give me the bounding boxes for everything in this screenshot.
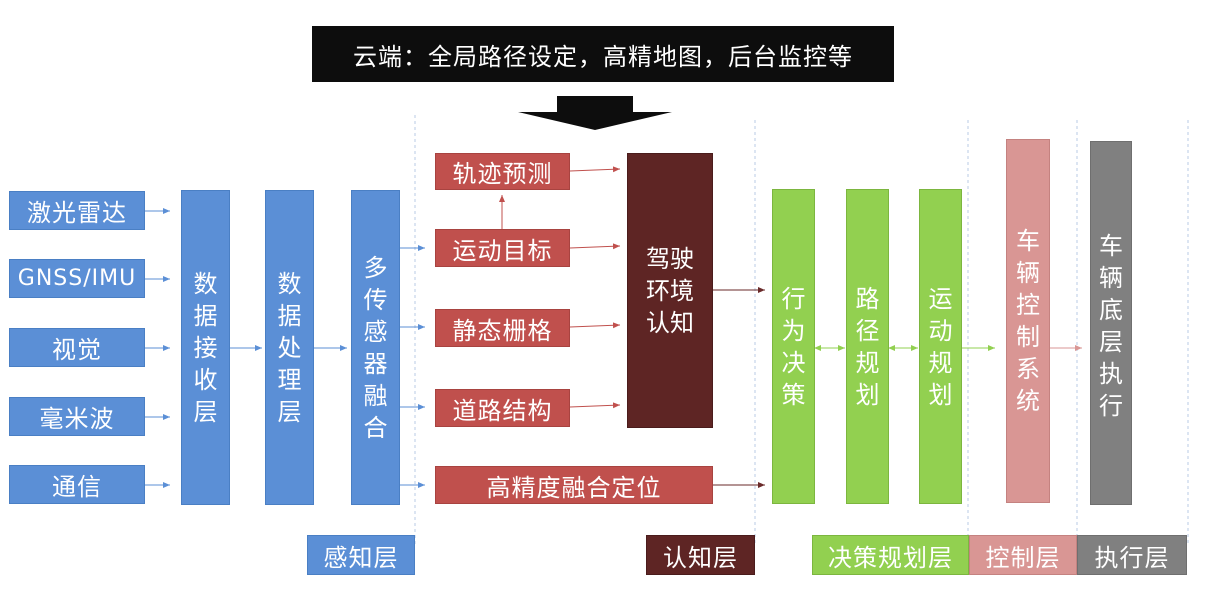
vehicle-execution: 车辆底层执行 (1090, 141, 1132, 505)
sensor-fusion-label: 多传感器融合 (363, 253, 388, 442)
vehicle-control-label: 车辆控制系统 (1016, 227, 1040, 415)
data-receive-layer: 数据接收层 (181, 190, 230, 505)
static-grid: 静态栅格 (435, 309, 570, 347)
layer-label-control: 控制层 (969, 535, 1077, 575)
hd-localization: 高精度融合定位 (435, 466, 713, 504)
cognition-arrows (499, 166, 621, 409)
motion-planning: 运动规划 (919, 189, 962, 504)
data-process-label: 数据处理层 (277, 269, 302, 426)
layer-label-cognition: 认知层 (646, 535, 755, 575)
driving-environment-label: 驾驶环境认知 (646, 244, 694, 337)
trajectory-prediction: 轨迹预测 (435, 153, 570, 190)
layer-dividers (414, 115, 1189, 545)
path-planning-label: 路径规划 (855, 284, 880, 409)
data-receive-label: 数据接收层 (193, 269, 218, 426)
sensor-lidar: 激光雷达 (9, 191, 145, 230)
motion-planning-label: 运动规划 (928, 284, 953, 409)
moving-targets: 运动目标 (435, 229, 570, 267)
data-process-layer: 数据处理层 (265, 190, 314, 505)
road-structure: 道路结构 (435, 389, 570, 427)
sensor-arrows (145, 208, 425, 488)
sensor-vision: 视觉 (9, 328, 145, 367)
vehicle-execution-label: 车辆底层执行 (1099, 232, 1123, 420)
behavior-decision-label: 行为决策 (781, 284, 806, 409)
layer-label-execution: 执行层 (1077, 535, 1187, 575)
vehicle-control-system: 车辆控制系统 (1006, 139, 1050, 503)
driving-environment-cognition: 驾驶环境认知 (627, 153, 713, 428)
layer-label-perception: 感知层 (307, 535, 415, 575)
behavior-decision: 行为决策 (772, 189, 815, 504)
down-arrow (518, 96, 672, 130)
sensor-comm: 通信 (9, 465, 145, 504)
layer-label-decision: 决策规划层 (812, 535, 969, 575)
cloud-banner: 云端：全局路径设定，高精地图，后台监控等 (312, 26, 894, 82)
sensor-fusion: 多传感器融合 (351, 190, 400, 505)
path-planning: 路径规划 (846, 189, 889, 504)
sensor-gnss-imu: GNSS/IMU (9, 259, 145, 298)
sensor-radar: 毫米波 (9, 397, 145, 436)
to-decision-arrows (713, 287, 765, 488)
